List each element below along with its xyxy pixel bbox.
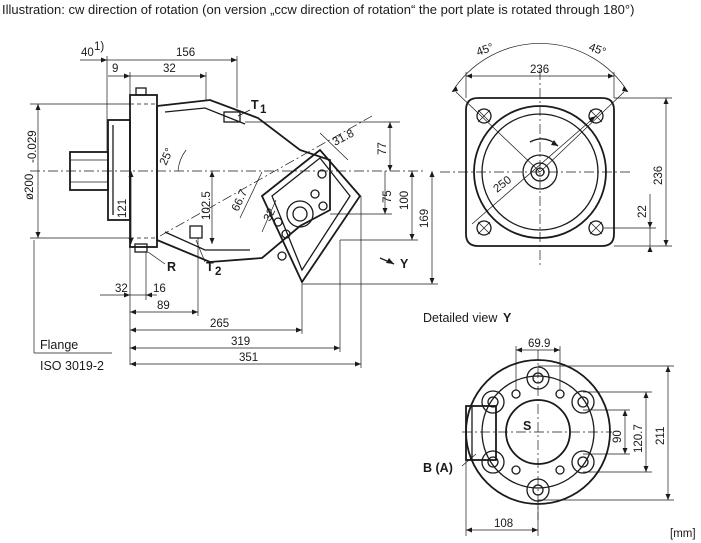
caption: Illustration: cw direction of rotation (… [2, 2, 634, 17]
dim-108: 108 [494, 518, 513, 530]
dim-66-7: 66.7 [230, 188, 250, 213]
dim-22: 22 [637, 205, 649, 218]
dim-40-note: 1) [94, 41, 104, 53]
flange-label: Flange [40, 338, 78, 352]
dim-121: 121 [117, 199, 129, 218]
detail-title: Detailed view [423, 311, 498, 325]
label-y: Y [400, 257, 409, 271]
dim-351: 351 [239, 352, 258, 364]
dim-90: 90 [612, 430, 624, 443]
dim-31-8: 31.8 [331, 128, 356, 149]
flange-standard: ISO 3019-2 [40, 359, 104, 373]
dim-265: 265 [210, 318, 229, 330]
dim-9: 9 [112, 63, 118, 75]
label-s: S [523, 419, 531, 433]
dim-width-236: 236 [530, 64, 549, 76]
dim-102-5: 102.5 [201, 191, 213, 220]
dim-diameter-200: ø200 [24, 174, 36, 200]
detail-view: Detailed view Y S B (A) [423, 311, 674, 536]
dim-32-bottom: 32 [115, 283, 128, 295]
label-t2: T [206, 260, 214, 274]
dim-156: 156 [176, 47, 195, 59]
side-view: 40 1) 156 9 32 T 1 31.8 77 75 [24, 41, 438, 373]
detail-letter: Y [503, 311, 512, 325]
dim-25-deg: 25° [158, 146, 176, 167]
dim-250: 250 [491, 174, 514, 195]
dim-211: 211 [655, 427, 667, 445]
label-r: R [167, 260, 176, 274]
dim-diameter-tolerance: -0.029 [27, 130, 39, 163]
label-t1-sub: 1 [260, 104, 267, 116]
dim-40: 40 [81, 47, 94, 59]
units-label: [mm] [670, 528, 696, 540]
dim-32-top: 32 [163, 63, 176, 75]
label-t1: T [251, 98, 259, 112]
dim-angle-left: 45° [475, 42, 495, 59]
dim-100: 100 [399, 191, 411, 210]
dim-77: 77 [377, 142, 389, 155]
dim-height-236: 236 [653, 166, 665, 185]
label-t2-sub: 2 [215, 266, 221, 278]
label-b-a: B (A) [423, 461, 453, 475]
dim-169: 169 [419, 209, 431, 228]
dim-32-mid: 32 [262, 207, 278, 224]
dim-89: 89 [157, 300, 170, 312]
dim-69-9: 69.9 [528, 338, 550, 350]
dim-16: 16 [153, 283, 166, 295]
dim-120-7: 120.7 [633, 424, 645, 453]
front-view: 250 45° 45° 236 236 22 [440, 42, 672, 265]
dim-75: 75 [382, 190, 394, 203]
dim-angle-right: 45° [587, 42, 607, 59]
dim-319: 319 [231, 336, 250, 348]
